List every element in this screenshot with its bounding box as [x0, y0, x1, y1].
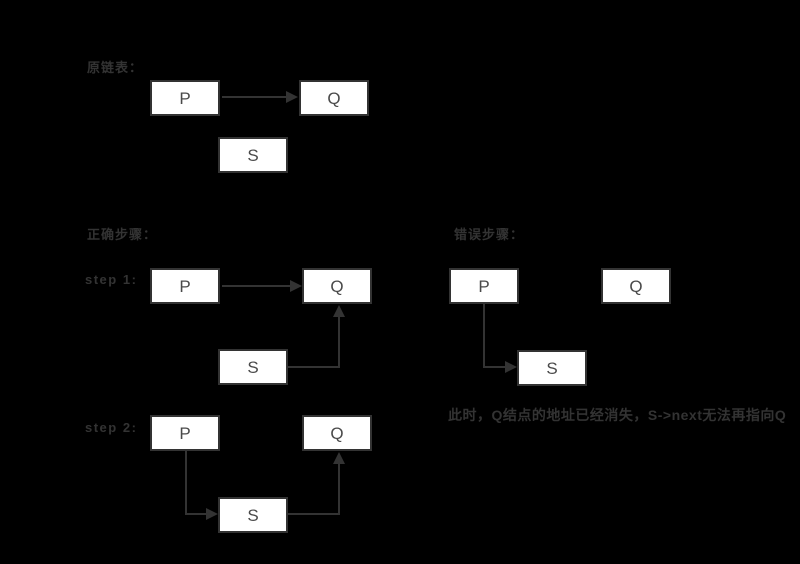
- error-caption: 此时，Q结点的地址已经消失，S->next无法再指向Q: [448, 407, 787, 423]
- wrong-arrow-p-to-s-head: [505, 361, 517, 373]
- original-arrow-p-to-q-line: [222, 96, 286, 98]
- step2-label: step 2:: [85, 420, 138, 435]
- correct-steps-label: 正确步骤：: [87, 227, 158, 242]
- original-list-label: 原链表：: [87, 60, 144, 75]
- wrong-arrow-p-to-s-hline: [483, 366, 505, 368]
- step2-arrow-s-to-q-vline: [338, 462, 340, 515]
- step2-arrow-s-to-q-hline: [288, 513, 340, 515]
- step1-arrow-p-to-q-head: [290, 280, 302, 292]
- step1-arrow-s-to-q-head: [333, 305, 345, 317]
- original-node-q: Q: [299, 80, 369, 116]
- step1-label: step 1:: [85, 272, 138, 287]
- wrong-steps-label: 错误步骤：: [454, 227, 525, 242]
- step2-node-p: P: [150, 415, 220, 451]
- step1-arrow-p-to-q-line: [222, 285, 290, 287]
- wrong-node-s: S: [517, 350, 587, 386]
- step1-node-q: Q: [302, 268, 372, 304]
- original-node-s: S: [218, 137, 288, 173]
- original-node-p: P: [150, 80, 220, 116]
- step1-node-s: S: [218, 349, 288, 385]
- step2-arrow-s-to-q-head: [333, 452, 345, 464]
- step1-arrow-s-to-q-vline: [338, 315, 340, 368]
- wrong-node-q: Q: [601, 268, 671, 304]
- step2-arrow-p-to-s-hline: [185, 513, 207, 515]
- step1-node-p: P: [150, 268, 220, 304]
- step2-node-q: Q: [302, 415, 372, 451]
- step2-arrow-p-to-s-vline: [185, 451, 187, 515]
- wrong-node-p: P: [449, 268, 519, 304]
- wrong-arrow-p-to-s-vline: [483, 304, 485, 368]
- step2-node-s: S: [218, 497, 288, 533]
- step2-arrow-p-to-s-head: [206, 508, 218, 520]
- original-arrow-p-to-q-head: [286, 91, 298, 103]
- step1-arrow-s-to-q-hline: [288, 366, 340, 368]
